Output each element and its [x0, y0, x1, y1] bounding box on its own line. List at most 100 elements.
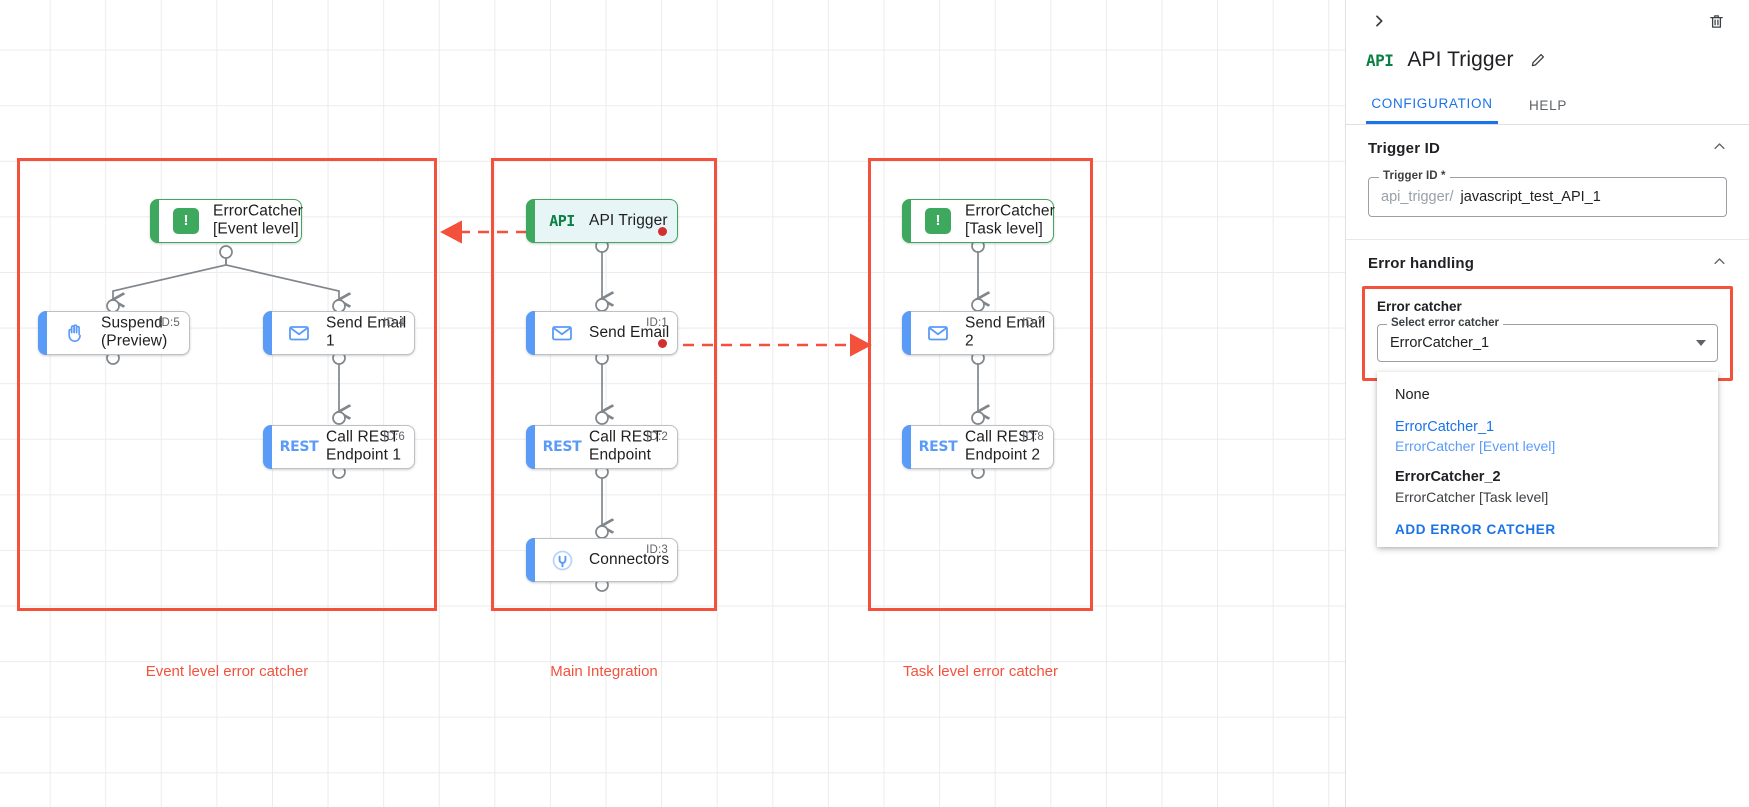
- section-divider: [1346, 239, 1749, 240]
- tab-help[interactable]: HELP: [1528, 97, 1568, 113]
- node-api-trigger[interactable]: API API Trigger: [526, 199, 678, 243]
- pencil-icon[interactable]: [1528, 50, 1548, 70]
- group-label-event-level: Event level error catcher: [145, 663, 309, 680]
- panel-tabs: CONFIGURATION HELP: [1346, 86, 1749, 125]
- page-title: API Trigger: [1407, 48, 1514, 71]
- group-frame-main-integration: [491, 158, 717, 611]
- add-error-catcher-button[interactable]: ADD ERROR CATCHER: [1395, 522, 1556, 538]
- menu-item-secondary: ErrorCatcher [Task level]: [1395, 488, 1549, 505]
- node-accent-bar: [526, 311, 535, 355]
- node-id-badge: ID:2: [646, 431, 668, 443]
- node-id-badge: ID:1: [646, 317, 668, 329]
- node-error-catcher-task-level[interactable]: ! ErrorCatcher [Task level]: [902, 199, 1055, 243]
- rest-icon: REST: [542, 439, 582, 455]
- group-frame-event-level: [17, 158, 437, 611]
- error-catcher-dropdown-menu[interactable]: None ErrorCatcher_1 ErrorCatcher [Event …: [1377, 372, 1718, 548]
- node-title: Call REST Endpoint 2: [965, 428, 1041, 464]
- node-id-badge: ID:3: [646, 544, 668, 556]
- node-accent-bar: [38, 311, 47, 355]
- trigger-id-value: javascript_test_API_1: [1460, 189, 1601, 205]
- node-accent-bar: [902, 425, 911, 469]
- panel-title-row: API API Trigger: [1346, 40, 1749, 80]
- trigger-id-legend: Trigger ID *: [1379, 170, 1450, 182]
- group-frame-task-level: [868, 158, 1093, 611]
- error-catcher-icon: !: [923, 206, 953, 236]
- node-send-email-2[interactable]: Send Email 2 ID:7: [902, 311, 1054, 355]
- trash-icon[interactable]: [1703, 8, 1729, 34]
- node-title: ErrorCatcher [Event level]: [213, 202, 303, 238]
- group-label-task-level: Task level error catcher: [902, 663, 1059, 680]
- node-accent-bar: [902, 311, 911, 355]
- node-id-badge: ID:4: [383, 317, 405, 329]
- connector-plug-icon: [547, 545, 577, 575]
- properties-panel: API API Trigger CONFIGURATION HELP Trigg…: [1345, 0, 1749, 807]
- error-catcher-highlight-box: Error catcher Select error catcher Error…: [1362, 286, 1733, 548]
- api-icon: API: [1366, 50, 1394, 70]
- node-send-email[interactable]: Send Email ID:1: [526, 311, 678, 355]
- envelope-icon: [923, 318, 953, 348]
- menu-item-none[interactable]: None: [1377, 380, 1718, 412]
- section-title: Error handling: [1368, 254, 1475, 272]
- envelope-icon: [284, 318, 314, 348]
- chevron-down-icon[interactable]: [1696, 340, 1706, 346]
- node-suspend[interactable]: Suspend (Preview) ID:5: [38, 311, 190, 355]
- trigger-id-input[interactable]: Trigger ID * api_trigger/ javascript_tes…: [1368, 170, 1727, 217]
- node-accent-bar: [263, 311, 272, 355]
- menu-item-primary: ErrorCatcher_1: [1395, 418, 1495, 435]
- workflow-canvas[interactable]: Event level error catcher Main Integrati…: [0, 0, 1345, 807]
- error-catcher-icon: !: [171, 206, 201, 236]
- node-error-catcher-event-level[interactable]: ! ErrorCatcher [Event level]: [150, 199, 303, 243]
- node-title: Suspend (Preview): [101, 314, 168, 350]
- node-title: API Trigger: [589, 211, 668, 229]
- section-header-error-handling[interactable]: Error handling: [1346, 240, 1749, 286]
- chevron-right-icon[interactable]: [1366, 8, 1392, 34]
- node-title: Send Email: [589, 323, 670, 341]
- section-header-trigger-id[interactable]: Trigger ID: [1346, 125, 1749, 171]
- node-error-dot: [658, 339, 667, 348]
- trigger-id-field-wrap: Trigger ID * api_trigger/ javascript_tes…: [1368, 170, 1727, 217]
- rest-icon: REST: [918, 439, 958, 455]
- hand-icon: [59, 318, 89, 348]
- group-label-main-integration: Main Integration: [550, 663, 658, 680]
- node-id-badge: ID:6: [383, 431, 405, 443]
- node-accent-bar: [902, 199, 911, 243]
- node-id-badge: ID:8: [1022, 431, 1044, 443]
- node-title: ErrorCatcher [Task level]: [965, 202, 1055, 238]
- node-accent-bar: [526, 538, 535, 582]
- node-title: Send Email 1: [326, 314, 407, 350]
- error-catcher-select-value: ErrorCatcher_1: [1390, 335, 1490, 351]
- api-icon: API: [549, 212, 575, 230]
- node-accent-bar: [526, 425, 535, 469]
- chevron-up-icon[interactable]: [1712, 139, 1727, 157]
- node-send-email-1[interactable]: Send Email 1 ID:4: [263, 311, 415, 355]
- node-call-rest-endpoint-1[interactable]: REST Call REST Endpoint 1 ID:6: [263, 425, 415, 469]
- menu-item-error-catcher-1[interactable]: ErrorCatcher_1 ErrorCatcher [Event level…: [1377, 412, 1718, 462]
- node-error-dot: [658, 227, 667, 236]
- rest-icon: REST: [279, 439, 319, 455]
- node-connectors[interactable]: Connectors ID:3: [526, 538, 678, 582]
- node-accent-bar: [150, 199, 159, 243]
- error-catcher-select[interactable]: Select error catcher ErrorCatcher_1: [1377, 317, 1718, 362]
- panel-toolbar: [1346, 0, 1749, 40]
- node-title: Send Email 2: [965, 314, 1046, 350]
- node-id-badge: ID:5: [158, 317, 180, 329]
- menu-item-primary: ErrorCatcher_2: [1395, 469, 1501, 486]
- envelope-icon: [547, 318, 577, 348]
- menu-item-secondary: ErrorCatcher [Event level]: [1395, 438, 1556, 455]
- node-title: Call REST Endpoint: [589, 428, 663, 464]
- error-catcher-select-legend: Select error catcher: [1387, 317, 1504, 329]
- node-accent-bar: [526, 199, 535, 243]
- menu-item-primary: None: [1395, 387, 1430, 403]
- node-title: Connectors: [589, 550, 670, 568]
- node-title: Call REST Endpoint 1: [326, 428, 402, 464]
- section-title: Trigger ID: [1368, 139, 1441, 157]
- menu-item-error-catcher-2[interactable]: ErrorCatcher_2 ErrorCatcher [Task level]: [1377, 462, 1718, 512]
- node-accent-bar: [263, 425, 272, 469]
- node-call-rest-endpoint-2[interactable]: REST Call REST Endpoint 2 ID:8: [902, 425, 1054, 469]
- chevron-up-icon[interactable]: [1712, 254, 1727, 272]
- trigger-id-prefix: api_trigger/: [1381, 189, 1454, 205]
- tab-configuration[interactable]: CONFIGURATION: [1366, 86, 1498, 124]
- node-call-rest-endpoint[interactable]: REST Call REST Endpoint ID:2: [526, 425, 678, 469]
- node-id-badge: ID:7: [1022, 317, 1044, 329]
- error-catcher-caption: Error catcher: [1377, 299, 1462, 314]
